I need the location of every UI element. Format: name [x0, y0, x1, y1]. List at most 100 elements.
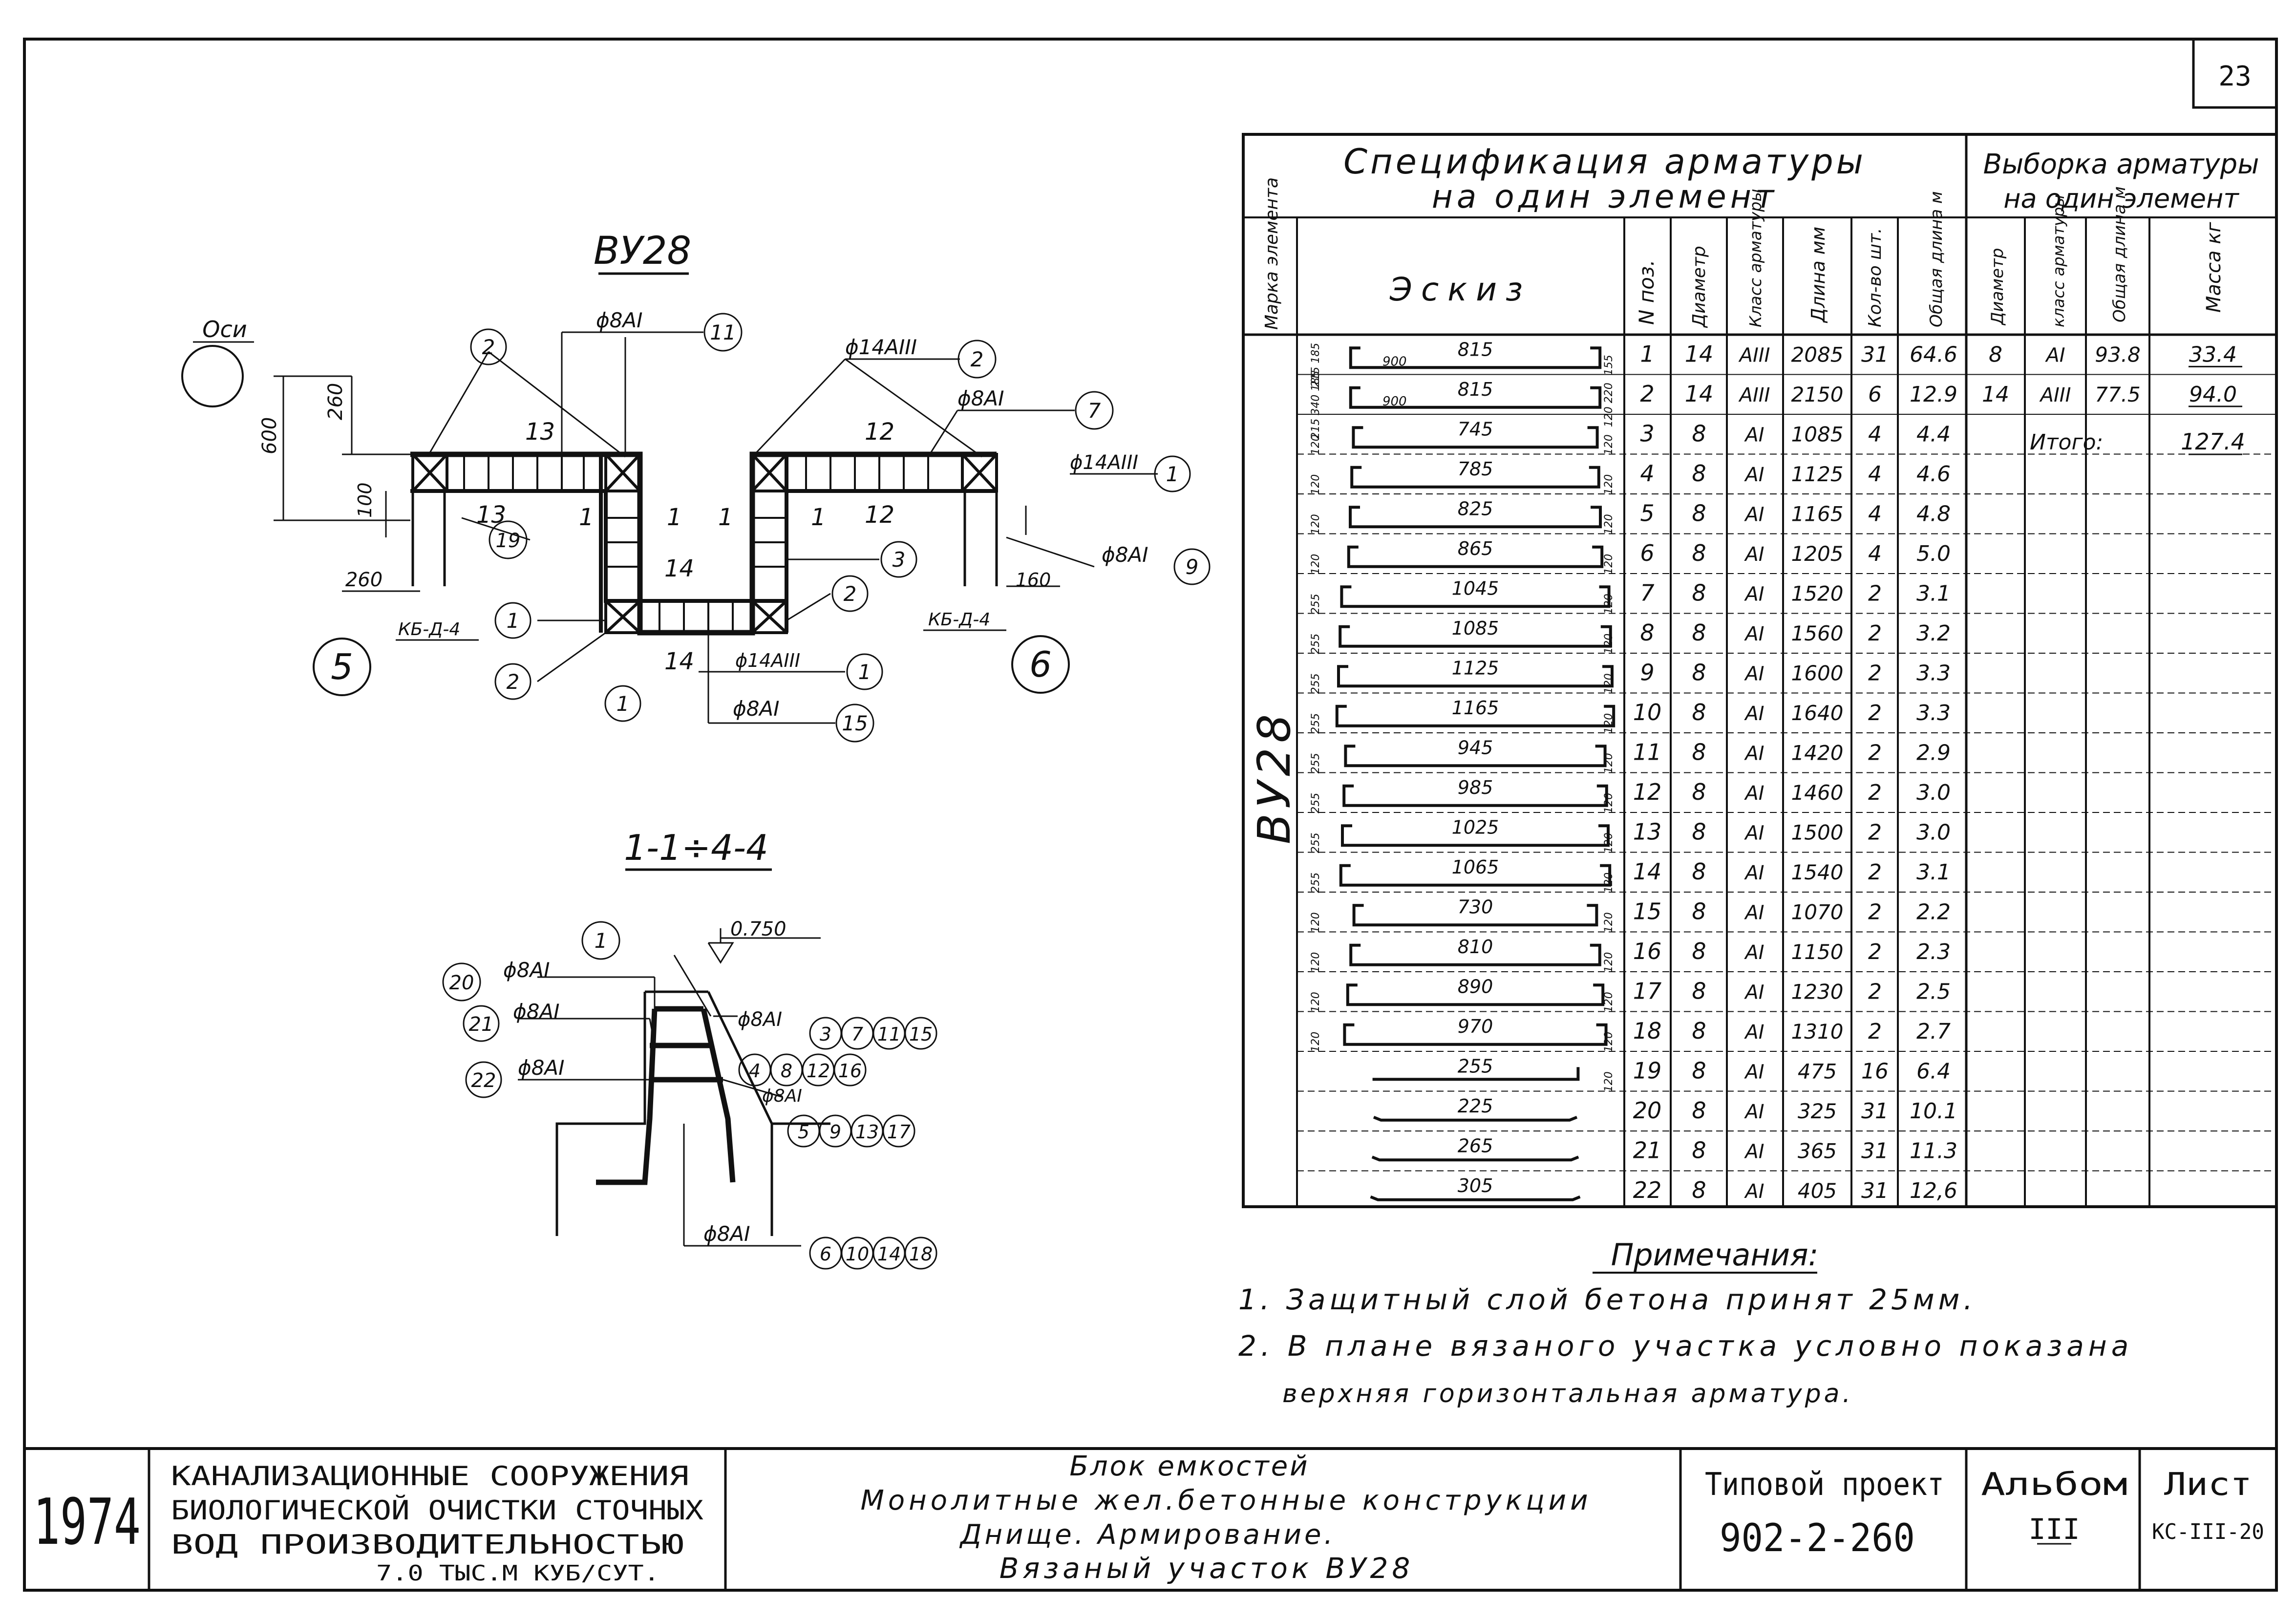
- section-group-num: 14: [877, 1243, 901, 1265]
- vyborka-title-1: Выборка арматуры: [1983, 149, 2259, 180]
- bar-sketch: [1341, 824, 1610, 847]
- cell-pos: 6: [1640, 540, 1654, 566]
- cell-total: 4.4: [1916, 422, 1951, 447]
- section-mark: 1: [667, 504, 682, 531]
- notes-title: Примечания:: [1611, 1237, 1819, 1273]
- section-group-num: 3: [820, 1024, 831, 1045]
- section-group-label: ϕ8AI: [762, 1086, 802, 1106]
- cell-length: 325: [1798, 1099, 1837, 1123]
- callout-number: 9: [1186, 555, 1199, 579]
- cell-total: 2.7: [1916, 1019, 1951, 1044]
- sketch-end-dim: 120: [1603, 753, 1615, 773]
- cell-class: AI: [1743, 742, 1764, 765]
- sketch-dimension: 970: [1458, 1016, 1493, 1037]
- section-group-num: 13: [855, 1121, 879, 1143]
- callout-number: 1: [1166, 462, 1179, 486]
- cell-class: AI: [1743, 981, 1764, 1003]
- cell-qty: 2: [1868, 820, 1882, 845]
- vyborka-mass: 94.0: [2189, 382, 2237, 407]
- circle-number: 2: [844, 582, 857, 606]
- sketch-side-dim: 255: [1310, 832, 1322, 853]
- vyborka-total: 93.8: [2095, 342, 2141, 366]
- cell-class: AI: [1743, 1101, 1764, 1123]
- cell-qty: 2: [1868, 701, 1882, 725]
- album-label: Альбом: [1981, 1467, 2127, 1503]
- bar-sketch: [1352, 426, 1599, 449]
- cell-total: 3.3: [1916, 661, 1951, 685]
- section-left-num: 20: [449, 972, 474, 994]
- vyborka-diameter: 8: [1989, 342, 2002, 367]
- callout-number: 2: [971, 347, 984, 371]
- section-group-label: ϕ8AI: [738, 1008, 782, 1031]
- cell-class: AI: [1743, 623, 1764, 645]
- bar-sketch: [1350, 466, 1600, 489]
- cell-diameter: 8: [1692, 699, 1706, 725]
- sketch-end-dim: 120: [1603, 992, 1615, 1012]
- sketch-side-dim: 255: [1310, 673, 1322, 694]
- cell-diameter: 8: [1692, 540, 1706, 566]
- sketch-dimension: 815: [1458, 379, 1493, 400]
- sketch-end-dim: 120: [1603, 594, 1615, 614]
- spec-title-1: Спецификация арматуры: [1343, 142, 1866, 182]
- cell-class: AI: [1743, 1180, 1764, 1203]
- cell-length: 365: [1798, 1139, 1837, 1163]
- sketch-side-dim: 120: [1310, 554, 1322, 575]
- cell-total: 6.4: [1916, 1059, 1951, 1084]
- sketch-end-dim: 120: [1603, 713, 1615, 734]
- cell-class: AI: [1743, 464, 1764, 486]
- callout-number: 15: [842, 711, 868, 735]
- piece-label: 12: [865, 418, 894, 446]
- sketch-dimension: 810: [1458, 936, 1493, 958]
- cell-total: 12,6: [1910, 1178, 1957, 1203]
- section-group-num: 12: [807, 1060, 830, 1082]
- element-mark: ВУ28: [1248, 709, 1300, 844]
- cell-diameter: 8: [1692, 659, 1706, 685]
- cell-class: AIII: [1738, 384, 1770, 406]
- cell-pos: 18: [1633, 1018, 1662, 1044]
- sketch-side-dim: 255: [1310, 793, 1322, 813]
- desc-line: Блок емкостей: [1069, 1450, 1309, 1482]
- cell-total: 3.0: [1916, 820, 1951, 845]
- cell-pos: 14: [1633, 858, 1662, 885]
- cell-length: 1600: [1791, 661, 1844, 685]
- sketch-end-dim: 120: [1603, 554, 1615, 575]
- itogo-label: Итого:: [2030, 430, 2103, 455]
- note-line: верхняя горизонтальная арматура.: [1282, 1379, 1853, 1408]
- plan-view: ВУ28 Оси: [181, 229, 1211, 743]
- sketch-end-dim: 120: [1603, 434, 1615, 455]
- cell-pos: 15: [1633, 898, 1662, 924]
- plan-dimensions: [274, 375, 1060, 592]
- cell-total: 4.6: [1916, 462, 1951, 487]
- cell-qty: 2: [1868, 939, 1882, 964]
- cell-pos: 2: [1640, 381, 1654, 407]
- cell-pos: 19: [1633, 1057, 1662, 1084]
- sketch-dimension: 225: [1458, 1095, 1493, 1117]
- header-v-mass: Масса кг: [2203, 222, 2225, 313]
- sketch-dimension: 785: [1458, 458, 1493, 480]
- cell-length: 2150: [1791, 383, 1844, 406]
- cell-pos: 8: [1640, 619, 1654, 646]
- section-group-num: 11: [877, 1024, 901, 1045]
- project-number: 902-2-260: [1720, 1516, 1915, 1560]
- bar-sketch: [1337, 665, 1614, 688]
- bar-sketch: [1342, 784, 1608, 807]
- sketch-end-dim: 120: [1603, 952, 1615, 973]
- cell-qty: 4: [1868, 422, 1882, 447]
- callout-label: ϕ14AIII: [735, 650, 800, 671]
- cell-diameter: 8: [1692, 779, 1706, 805]
- sketch-dimension: 865: [1458, 538, 1493, 559]
- cell-diameter: 8: [1692, 1137, 1706, 1163]
- bar-sketch: [1371, 1155, 1579, 1162]
- cell-length: 2085: [1791, 342, 1844, 366]
- piece-label: 14: [664, 555, 694, 582]
- cell-qty: 31: [1861, 342, 1889, 367]
- org-line: 7.0 ТЫС.М КУБ/СУТ.: [376, 1561, 659, 1586]
- cell-length: 1070: [1791, 900, 1844, 924]
- bar-sketch: [1335, 704, 1616, 727]
- cell-pos: 4: [1640, 460, 1654, 487]
- kb-label-left: КБ-Д-4: [398, 619, 460, 640]
- cell-total: 2.5: [1916, 979, 1951, 1004]
- circle-number: 2: [482, 335, 495, 359]
- section-group-num: 5: [798, 1121, 809, 1143]
